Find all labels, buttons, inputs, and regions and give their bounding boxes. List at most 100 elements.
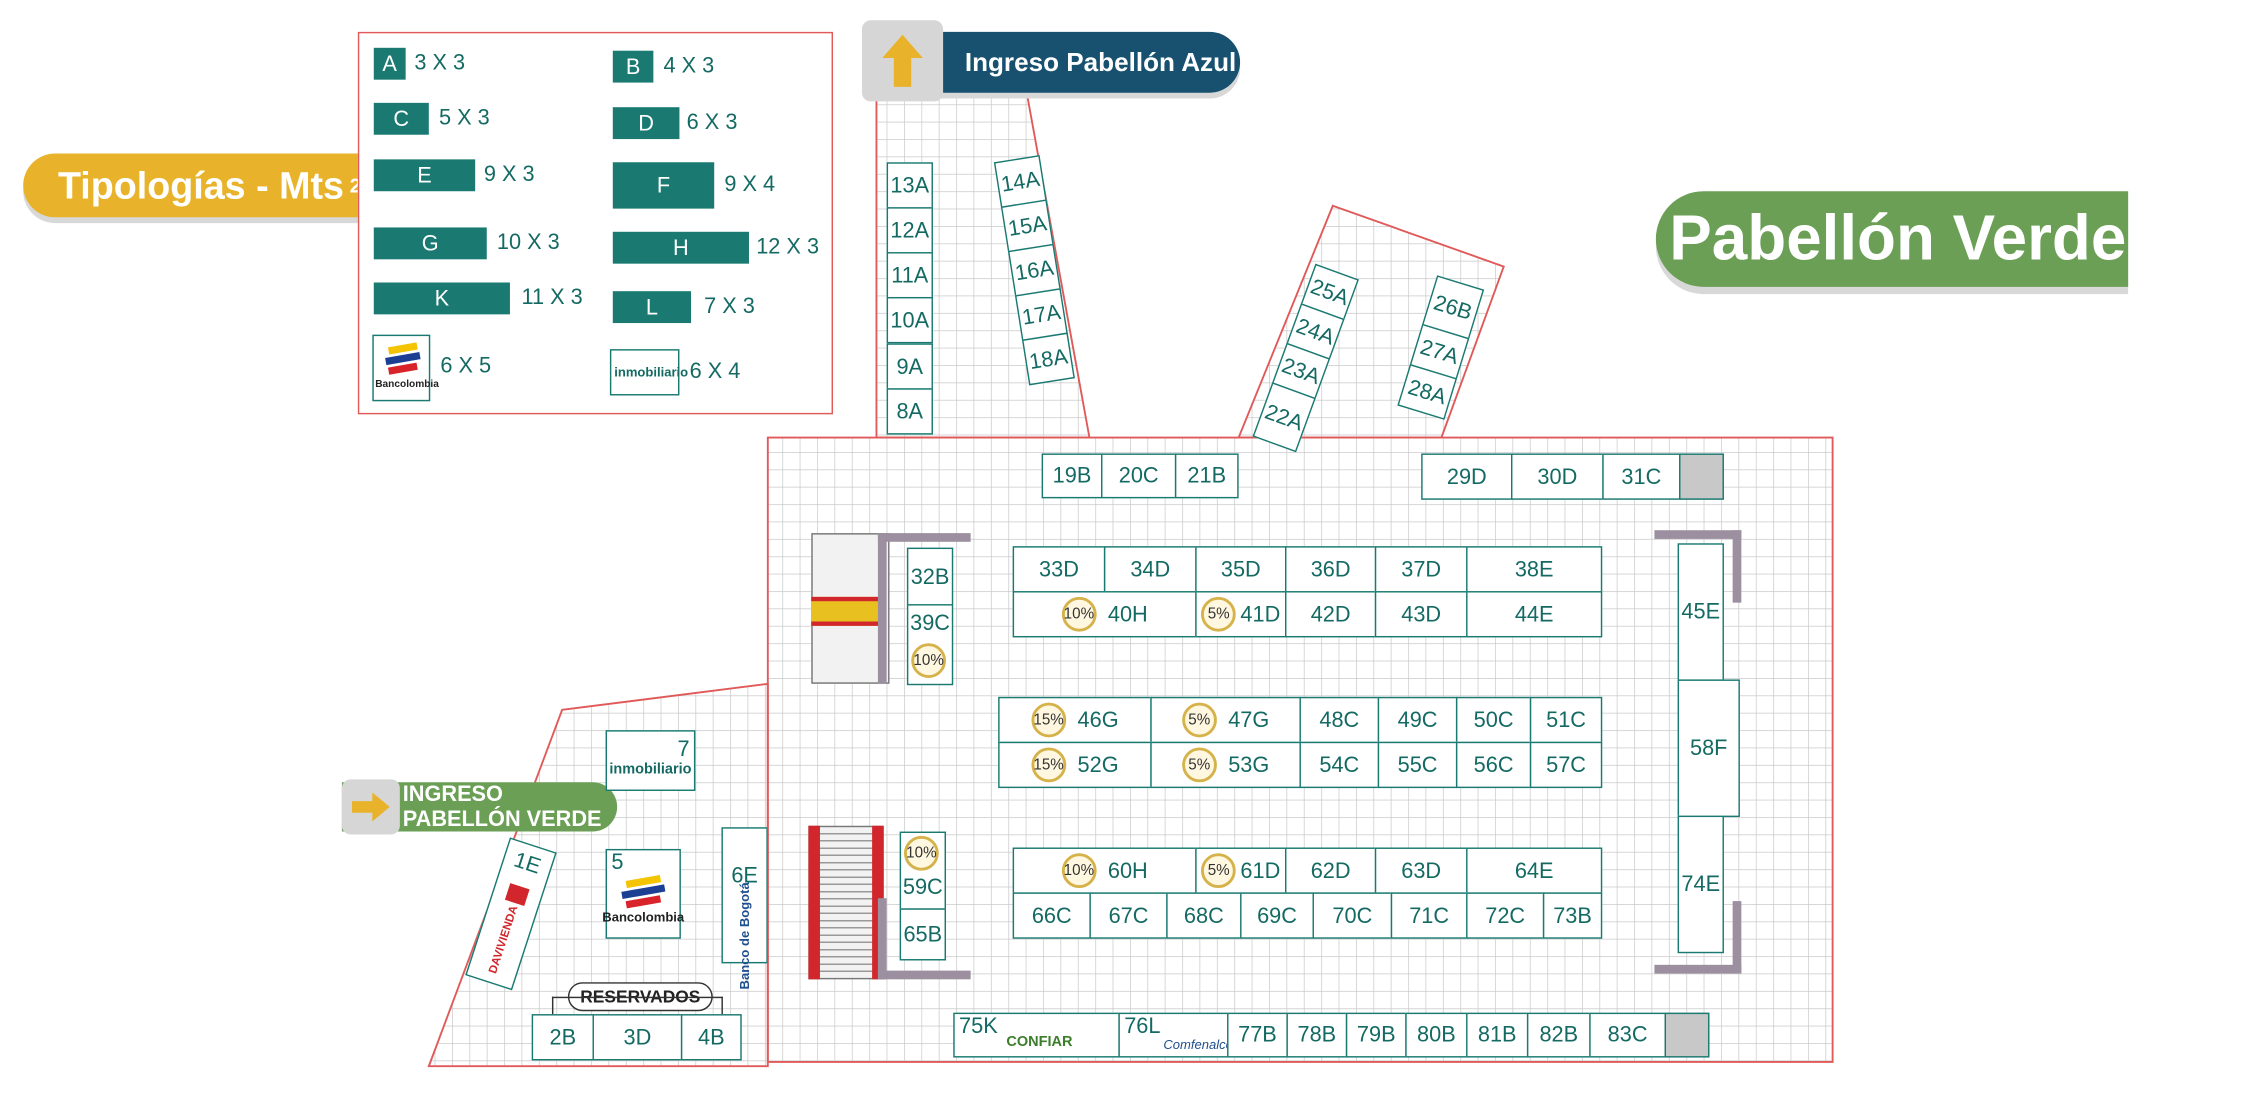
booth-83c[interactable]: 83C <box>1589 1012 1667 1058</box>
discount-badge-53g: 5% <box>1181 747 1217 783</box>
booth-1e-label: 1E <box>510 847 544 880</box>
booth-46g-label: 46G <box>1077 707 1119 733</box>
booth-82b[interactable]: 82B <box>1526 1012 1591 1058</box>
booth-3d[interactable]: 3D <box>592 1014 683 1061</box>
legend-size-g: 10 X 3 <box>496 230 560 255</box>
booth-62d[interactable]: 62D <box>1284 847 1377 894</box>
booth-72c[interactable]: 72C <box>1466 892 1545 939</box>
legend-size-e: 9 X 3 <box>483 162 535 187</box>
booth-36d[interactable]: 36D <box>1284 546 1377 593</box>
booth-69c[interactable]: 69C <box>1240 892 1314 939</box>
booth-7[interactable]: 7 inmobiliario <box>605 730 696 791</box>
booth-48c[interactable]: 48C <box>1299 696 1380 744</box>
confiar-logo-text: CONFIAR <box>1006 1034 1073 1051</box>
booth-20c[interactable]: 20C <box>1101 453 1177 499</box>
booth-50c[interactable]: 50C <box>1455 696 1532 744</box>
booth-41d-label: 41D <box>1240 601 1281 627</box>
legend-size-b: 4 X 3 <box>663 53 715 79</box>
stairs-upper-rail <box>811 596 884 626</box>
booth-32b[interactable]: 32B <box>906 547 954 606</box>
booth-38e[interactable]: 38E <box>1466 546 1603 593</box>
booth-75k[interactable]: 75K CONFIAR <box>953 1012 1120 1058</box>
legend-size-l: 7 X 3 <box>704 294 755 319</box>
booth-70c[interactable]: 70C <box>1312 892 1393 939</box>
booth-41d[interactable]: 5%41D <box>1195 591 1287 638</box>
booth-33d[interactable]: 33D <box>1012 546 1106 593</box>
bancolombia-logo-icon <box>621 875 666 909</box>
booth-44e[interactable]: 44E <box>1466 591 1603 638</box>
booth-78b[interactable]: 78B <box>1286 1012 1348 1058</box>
booth-29d[interactable]: 29D <box>1421 453 1513 500</box>
booth-43d[interactable]: 43D <box>1374 591 1468 638</box>
banco-bogota-logo-text: Banco de Bogotá <box>737 882 752 990</box>
booth-8a[interactable]: 8A <box>886 388 933 435</box>
booth-51c[interactable]: 51C <box>1529 696 1603 744</box>
stairs-lower <box>808 825 884 980</box>
booth-73b[interactable]: 73B <box>1542 892 1603 939</box>
booth-60h-label: 60H <box>1107 858 1148 883</box>
booth-46g[interactable]: 15%46G <box>998 696 1152 744</box>
booth-6e[interactable]: 6E Banco de Bogotá <box>721 827 768 989</box>
booth-64e[interactable]: 64E <box>1466 847 1603 894</box>
booth-68c[interactable]: 68C <box>1166 892 1242 939</box>
booth-9a[interactable]: 9A <box>886 343 933 390</box>
booth-30d[interactable]: 30D <box>1510 453 1604 500</box>
booth-63d[interactable]: 63D <box>1374 847 1468 894</box>
service-block-bottom <box>1664 1012 1710 1058</box>
booth-52g-label: 52G <box>1077 752 1119 778</box>
booth-49c[interactable]: 49C <box>1377 696 1458 744</box>
comfenalco-logo-text: Comfenalco <box>1163 1036 1233 1052</box>
legend-size-f: 9 X 4 <box>724 172 776 198</box>
booth-75k-label: 75K <box>959 1014 998 1039</box>
booth-74e[interactable]: 74E <box>1677 815 1724 954</box>
booth-60h[interactable]: 10% 60H <box>1012 847 1197 894</box>
booth-5[interactable]: 5 Bancolombia <box>602 848 684 939</box>
entrance-azul-arrow-tile <box>861 20 944 102</box>
booth-57c[interactable]: 57C <box>1529 741 1603 789</box>
entrance-verde-arrow-tile <box>341 779 400 835</box>
booth-80b[interactable]: 80B <box>1405 1012 1468 1058</box>
booth-56c[interactable]: 56C <box>1455 741 1532 789</box>
booth-47g[interactable]: 5%47G <box>1150 696 1301 744</box>
booth-67c[interactable]: 67C <box>1089 892 1168 939</box>
booth-40h[interactable]: 10%40H <box>1012 591 1197 638</box>
booth-58f[interactable]: 58F <box>1677 679 1740 818</box>
booth-34d[interactable]: 34D <box>1103 546 1197 593</box>
booth-55c[interactable]: 55C <box>1377 741 1458 789</box>
booth-13a[interactable]: 13A <box>886 162 933 209</box>
booth-76l-label: 76L <box>1124 1014 1161 1039</box>
booth-76l[interactable]: 76L Comfenalco <box>1118 1012 1233 1058</box>
booth-71c[interactable]: 71C <box>1390 892 1468 939</box>
wall-right-top <box>1654 530 1742 539</box>
booth-52g[interactable]: 15%52G <box>998 741 1152 789</box>
davivienda-logo-text: DAVIVIENDA <box>485 903 520 975</box>
booth-10a[interactable]: 10A <box>886 296 933 344</box>
booth-79b[interactable]: 79B <box>1345 1012 1407 1058</box>
booth-11a[interactable]: 11A <box>886 252 933 299</box>
booth-42d[interactable]: 42D <box>1284 591 1377 638</box>
booth-12a[interactable]: 12A <box>886 207 933 254</box>
booth-37d[interactable]: 37D <box>1374 546 1468 593</box>
legend-size-c: 5 X 3 <box>438 105 490 131</box>
booth-19b[interactable]: 19B <box>1041 453 1103 499</box>
booth-31c[interactable]: 31C <box>1602 453 1681 500</box>
booth-21b[interactable]: 21B <box>1174 453 1239 499</box>
booth-5-brand: Bancolombia <box>602 909 685 925</box>
booth-2b[interactable]: 2B <box>531 1014 594 1061</box>
booth-66c[interactable]: 66C <box>1012 892 1091 939</box>
booth-81b[interactable]: 81B <box>1466 1012 1529 1058</box>
booth-65b[interactable]: 65B <box>899 908 947 961</box>
legend-size-a: 3 X 3 <box>414 50 466 76</box>
booth-53g[interactable]: 5%53G <box>1150 741 1301 789</box>
booth-77b[interactable]: 77B <box>1227 1012 1288 1058</box>
booth-4b[interactable]: 4B <box>680 1014 742 1061</box>
wall-right-bottom <box>1654 964 1742 974</box>
booth-45e[interactable]: 45E <box>1677 543 1724 681</box>
discount-badge-60h: 10% <box>1061 853 1097 889</box>
booth-7-brand: inmobiliario <box>609 762 692 778</box>
wall-right-top-v <box>1732 530 1742 603</box>
booth-18a[interactable]: 18A <box>1021 332 1075 386</box>
booth-61d[interactable]: 5%61D <box>1195 847 1287 894</box>
booth-54c[interactable]: 54C <box>1299 741 1380 789</box>
booth-35d[interactable]: 35D <box>1195 546 1287 593</box>
